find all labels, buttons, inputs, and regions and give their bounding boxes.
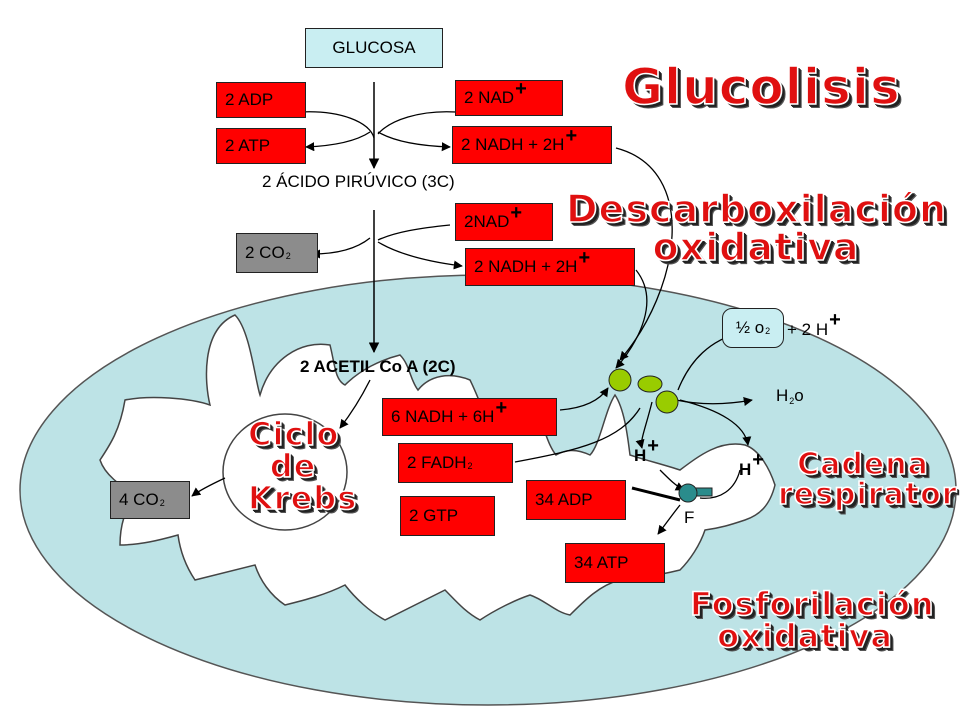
pyruvate-label: 2 ÁCIDO PIRÚVICO (3C)	[262, 172, 455, 191]
glucose-box: GLUCOSA	[305, 28, 443, 68]
proton-left-label: H+	[634, 435, 659, 465]
nad-box: 2 NAD+	[455, 78, 563, 116]
title-glucolisis: Glucolisis	[621, 58, 901, 116]
title-descarboxilacion: Descarboxilación oxidativa	[565, 187, 948, 269]
atp-synthase-icon	[678, 483, 713, 503]
ox-adp-box: 34 ADP	[526, 480, 626, 520]
title-fosforilacion: Fosforilación oxidativa	[689, 585, 935, 655]
decarb-nad-box: 2NAD+	[455, 202, 553, 241]
title-cadena-respiratoria: Cadena respiratoria	[777, 447, 960, 512]
krebs-circle	[222, 413, 348, 531]
acetyl-label: 2 ACETIL Co A (2C)	[300, 357, 456, 376]
krebs-nadh-box: 6 NADH + 6H+	[382, 397, 557, 436]
protein-complex-icon	[608, 368, 679, 414]
protons-label: + 2 H+	[787, 309, 841, 339]
atp-box: 2 ATP	[216, 128, 306, 164]
water-label: H2o	[776, 386, 804, 406]
adp-box: 2 ADP	[216, 82, 306, 118]
title-ciclo-krebs: Ciclo de Krebs	[247, 415, 358, 517]
atp-synthase-label: F	[684, 508, 695, 527]
gtp-box: 2 GTP	[400, 496, 495, 536]
nadh-box: 2 NADH + 2H+	[452, 125, 612, 164]
proton-right-label: H+	[739, 449, 764, 479]
decarb-nadh-box: 2 NADH + 2H+	[465, 247, 635, 286]
ox-atp-box: 34 ATP	[565, 543, 665, 583]
